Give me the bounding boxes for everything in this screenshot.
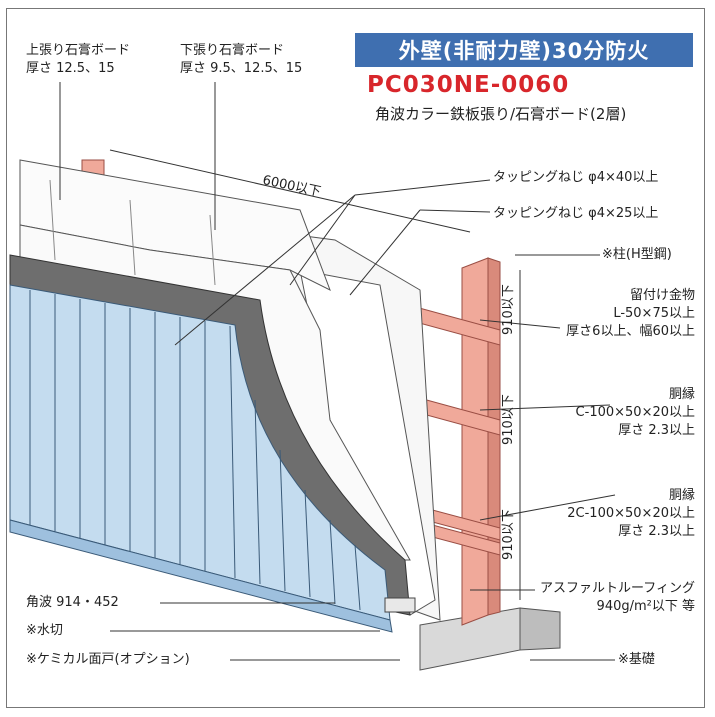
girt2-thickness: 厚さ 2.3以上: [618, 524, 695, 539]
asphalt-spec: 940g/m²以下 等: [596, 599, 695, 614]
girt1-name: 胴縁: [668, 387, 695, 402]
flashing: [384, 597, 416, 613]
column-label: ※柱(H型鋼): [602, 247, 672, 262]
upper-board-label: 上張り石膏ボード 厚さ 12.5、15: [26, 42, 130, 78]
asphalt-label: アスファルトルーフィング 940g/m²以下 等: [520, 580, 695, 616]
upper-board-thickness: 厚さ 12.5、15: [26, 61, 115, 76]
asphalt-name: アスファルトルーフィング: [540, 581, 695, 596]
foundation: [419, 607, 561, 671]
lower-board-thickness: 厚さ 9.5、12.5、15: [180, 61, 303, 76]
fitting-thickness: 厚さ6以上、幅60以上: [566, 324, 695, 339]
girt2-name: 胴縁: [668, 488, 695, 503]
corrugated-label: 角波 914・452: [26, 595, 119, 610]
upper-board-name: 上張り石膏ボード: [26, 43, 131, 58]
fitting-label: 留付け金物 L-50×75以上 厚さ6以上、幅60以上: [540, 287, 695, 341]
lower-board-label: 下張り石膏ボード 厚さ 9.5、12.5、15: [180, 42, 302, 78]
girt1-label: 胴縁 C-100×50×20以上 厚さ 2.3以上: [540, 386, 695, 440]
girt1-spec: C-100×50×20以上: [575, 405, 695, 420]
chemical-label: ※ケミカル面戸(オプション): [26, 652, 190, 667]
girt1-thickness: 厚さ 2.3以上: [618, 423, 695, 438]
screw-40-label: タッピングねじ φ4×40以上: [493, 170, 659, 185]
pitch-3: 910以下: [501, 509, 516, 560]
leader-lines: [59, 82, 616, 661]
product-code: PC030NE-0060: [367, 72, 570, 98]
pitch-2: 910以下: [501, 394, 516, 445]
pitch-1: 910以下: [501, 284, 516, 335]
girt2-label: 胴縁 2C-100×50×20以上 厚さ 2.3以上: [540, 487, 695, 541]
screw-25-label: タッピングねじ φ4×25以上: [493, 206, 659, 221]
fitting-spec: L-50×75以上: [613, 306, 695, 321]
subtitle: 角波カラー鉄板張り/石膏ボード(2層): [375, 105, 627, 123]
lower-board-name: 下張り石膏ボード: [180, 43, 285, 58]
corrugated-panel: [9, 284, 393, 633]
fitting-name: 留付け金物: [629, 288, 695, 303]
page-title: 外壁(非耐力壁)30分防火: [355, 33, 693, 67]
foundation-label: ※基礎: [618, 652, 655, 667]
girt2-spec: 2C-100×50×20以上: [567, 506, 695, 521]
flashing-label: ※水切: [26, 623, 63, 638]
